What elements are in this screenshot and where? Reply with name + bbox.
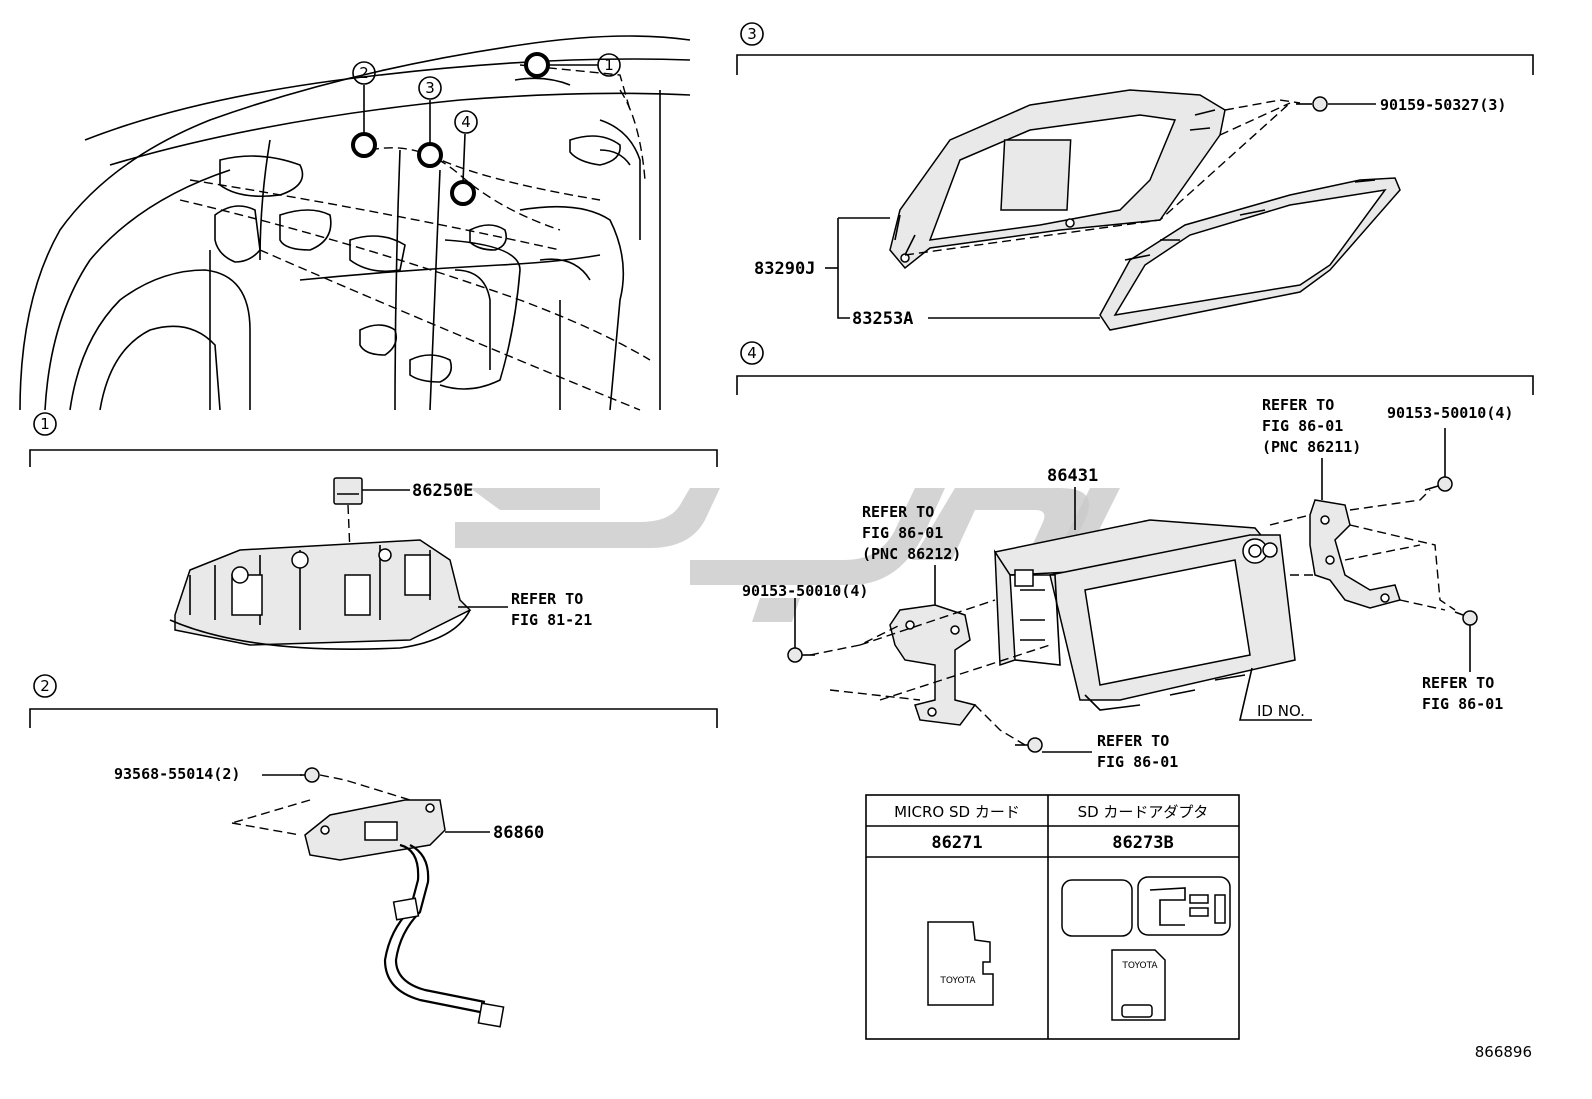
section-3-bracket (736, 54, 1534, 75)
location-ring-3 (417, 142, 443, 168)
label-86431: 86431 (1047, 466, 1098, 486)
screw-90159 (1296, 96, 1328, 112)
section-4-number: 4 (747, 344, 757, 362)
section-4-marker (740, 341, 764, 365)
micro-sd-card-illustration: TOYOTA (927, 921, 994, 1006)
location-ring-2 (351, 132, 377, 158)
meter-housing-83290j (889, 89, 1226, 270)
screw-bottom-right (1454, 610, 1478, 626)
gps-antenna-bracket (304, 799, 505, 1028)
label-86250e: 86250E (412, 481, 473, 501)
location-ring-1 (524, 52, 550, 78)
label-86860: 86860 (493, 823, 544, 843)
location-ring-4 (450, 180, 476, 206)
bracket-right (1309, 499, 1401, 609)
refer-left-line2: FIG 86-01 (862, 524, 943, 542)
screw-left-90153 (787, 647, 815, 663)
table-header-micro-sd: MICRO SD カード (894, 803, 1020, 821)
refer-bottom-line1: REFER TO (1097, 732, 1169, 750)
section-1: 1 86250E REFER TO FIG 81-21 (29, 412, 718, 650)
refer-bottom-right-line2: FIG 86-01 (1422, 695, 1503, 713)
screw-bottom (1015, 737, 1043, 753)
screw-93568 (300, 767, 320, 783)
section-2-number: 2 (40, 677, 50, 695)
refer-left-line3: (PNC 86212) (862, 545, 961, 563)
section-2-bracket (29, 708, 718, 728)
refer-top-right-line2: FIG 86-01 (1262, 417, 1343, 435)
micro-sd-brand: TOYOTA (939, 976, 976, 986)
sd-adapter-brand: TOYOTA (1121, 961, 1158, 971)
label-93568-55014: 93568-55014(2) (114, 765, 240, 783)
section-3-marker (740, 22, 764, 46)
label-90153-50010-left: 90153-50010(4) (742, 582, 868, 600)
label-id-no: ID NO. (1257, 702, 1305, 720)
section-2: 2 93568-55014(2) 86860 (29, 674, 718, 1028)
callout-1: 1 (604, 56, 614, 74)
screw-top-right-90153 (1424, 476, 1453, 492)
section-4-bracket (736, 375, 1534, 395)
section-2-marker (33, 674, 57, 698)
callout-2: 2 (359, 64, 369, 82)
section-3-number: 3 (747, 25, 757, 43)
overhead-console-part (169, 477, 508, 650)
refer-to-line1: REFER TO (511, 590, 583, 608)
callout-4: 4 (461, 113, 471, 131)
refer-top-right-line3: (PNC 86211) (1262, 438, 1361, 456)
navigation-display-unit-86431 (993, 519, 1296, 711)
accessory-table: MICRO SD カード SD カードアダプタ 86271 86273B TOY… (865, 794, 1240, 1040)
refer-top-right-line1: REFER TO (1262, 396, 1334, 414)
label-83290j: 83290J (754, 259, 815, 279)
bracket-left (889, 604, 977, 726)
refer-left-line1: REFER TO (862, 503, 934, 521)
section-1-number: 1 (40, 415, 50, 433)
label-90153-50010-right: 90153-50010(4) (1387, 404, 1513, 422)
section-1-marker (33, 412, 57, 436)
meter-glass-83253a (1099, 177, 1401, 331)
overview-callouts: 1 2 3 4 (351, 52, 621, 206)
table-part-86273b: 86273B (1112, 833, 1173, 853)
table-header-sd-adapter: SD カードアダプタ (1078, 803, 1209, 821)
section-1-bracket (29, 449, 718, 467)
refer-to-line2: FIG 81-21 (511, 611, 592, 629)
dashboard-overview-illustration (19, 35, 691, 411)
refer-bottom-line2: FIG 86-01 (1097, 753, 1178, 771)
figure-id: 866896 (1475, 1043, 1532, 1061)
section-4: 4 86431 (736, 341, 1534, 771)
callout-3: 3 (425, 79, 435, 97)
sd-adapter-illustration: TOYOTA (1111, 949, 1166, 1021)
refer-bottom-right-line1: REFER TO (1422, 674, 1494, 692)
id-no-leader (1238, 667, 1312, 721)
label-90159-50327: 90159-50327(3) (1380, 96, 1506, 114)
section-3: 3 90159-50327(3) 83290J 83253A (736, 22, 1534, 331)
sd-adapter-case-illustration (1061, 876, 1231, 937)
label-83253a: 83253A (852, 309, 913, 329)
table-part-86271: 86271 (931, 833, 982, 853)
